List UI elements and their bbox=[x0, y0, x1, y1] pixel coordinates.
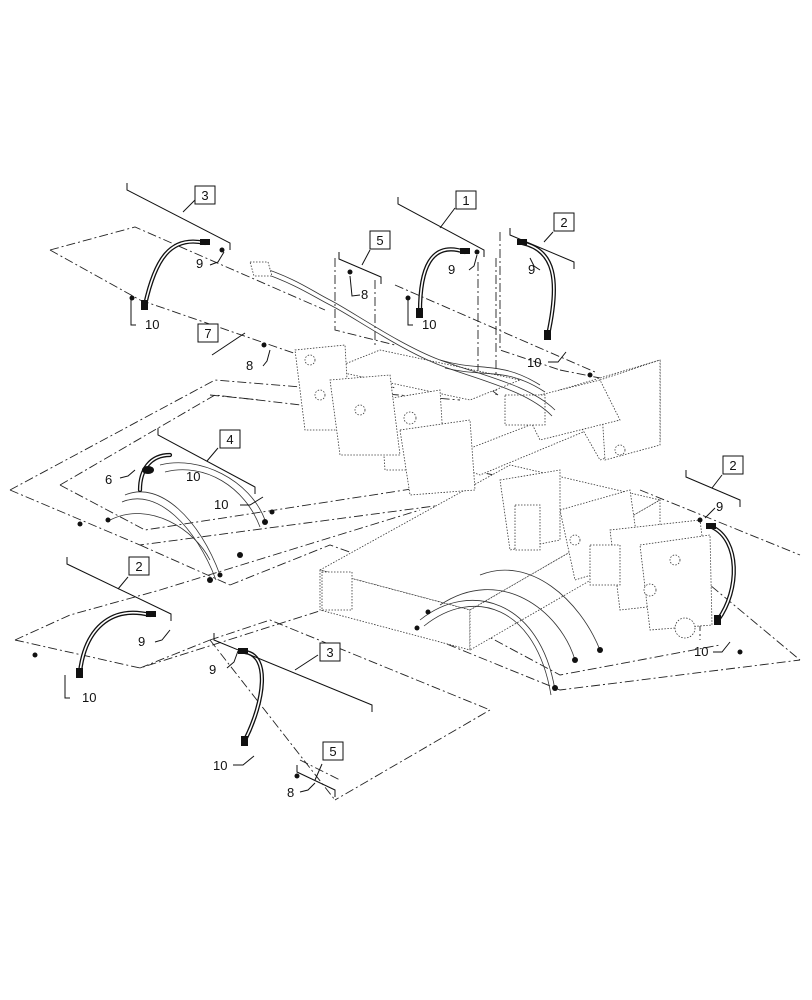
callout-2c-text: 2 bbox=[135, 559, 142, 574]
item-label-10: 10 bbox=[694, 644, 708, 659]
item-label-8: 8 bbox=[246, 358, 253, 373]
callout-3-top: 3 bbox=[194, 185, 216, 205]
callout-2b-text: 2 bbox=[729, 458, 736, 473]
callout-7: 7 bbox=[197, 323, 219, 343]
callout-2-upper-right: 2 bbox=[553, 212, 575, 232]
item-label-10: 10 bbox=[527, 355, 541, 370]
phantom-lines bbox=[9, 226, 801, 801]
item-label-9: 9 bbox=[138, 634, 145, 649]
callout-2-lower-left: 2 bbox=[128, 556, 150, 576]
callout-1: 1 bbox=[455, 190, 477, 210]
item-label-9: 9 bbox=[209, 662, 216, 677]
item-label-10: 10 bbox=[186, 469, 200, 484]
callout-3-lower: 3 bbox=[319, 642, 341, 662]
callout-3a-text: 3 bbox=[201, 188, 208, 203]
lower-right-hose-bundle bbox=[419, 569, 603, 696]
toolbar-frame bbox=[294, 344, 713, 651]
callout-leaders bbox=[32, 183, 743, 797]
callout-5-upper: 5 bbox=[369, 230, 391, 250]
callout-boxes: 1 2 2 2 3 3 4 5 bbox=[128, 185, 744, 761]
callout-4: 4 bbox=[219, 429, 241, 449]
callout-5b-text: 5 bbox=[329, 744, 336, 759]
item-label-8: 8 bbox=[361, 287, 368, 302]
item-label-9: 9 bbox=[448, 262, 455, 277]
item-label-10: 10 bbox=[145, 317, 159, 332]
item-label-9: 9 bbox=[196, 256, 203, 271]
callout-1-text: 1 bbox=[462, 193, 469, 208]
item-labels: 9 10 8 9 10 9 10 8 6 10 10 9 10 9 10 9 1… bbox=[82, 256, 723, 800]
callout-4-text: 4 bbox=[226, 432, 233, 447]
lower-left-hose-bundle bbox=[109, 462, 268, 583]
item-label-9: 9 bbox=[528, 262, 535, 277]
featured-hoses bbox=[76, 239, 736, 746]
upper-hose-run bbox=[249, 261, 556, 417]
item-label-10: 10 bbox=[422, 317, 436, 332]
callout-2-right: 2 bbox=[722, 455, 744, 475]
item-label-10: 10 bbox=[214, 497, 228, 512]
callout-3b-text: 3 bbox=[326, 645, 333, 660]
item-label-6: 6 bbox=[105, 472, 112, 487]
item-label-10: 10 bbox=[82, 690, 96, 705]
item-label-10: 10 bbox=[213, 758, 227, 773]
item-label-9: 9 bbox=[716, 499, 723, 514]
item-label-8: 8 bbox=[287, 785, 294, 800]
callout-5-lower: 5 bbox=[322, 741, 344, 761]
callout-7-text: 7 bbox=[204, 326, 211, 341]
callout-5a-text: 5 bbox=[376, 233, 383, 248]
callout-2a-text: 2 bbox=[560, 215, 567, 230]
